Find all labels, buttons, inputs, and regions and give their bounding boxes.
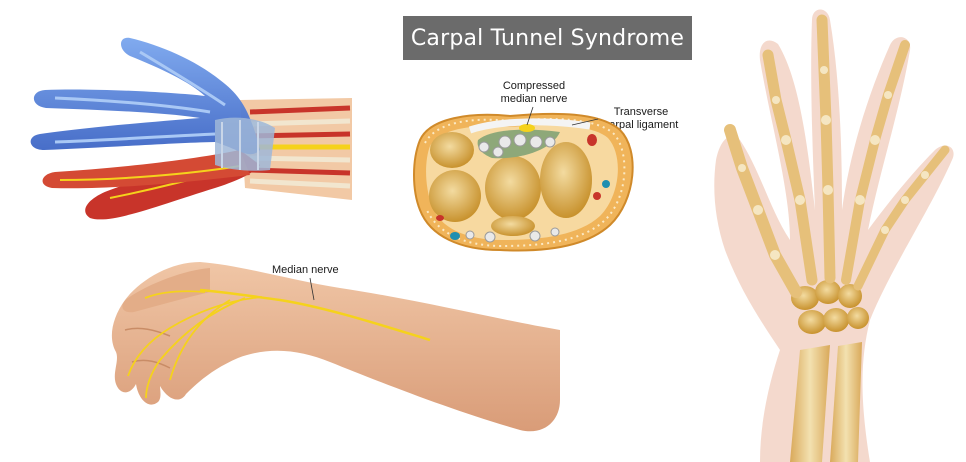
radius-bone xyxy=(790,345,830,462)
bone-joints xyxy=(738,66,929,260)
wrist-cross-section xyxy=(413,106,634,252)
median-nerve xyxy=(199,288,431,342)
label-line-2: median nerve xyxy=(500,93,568,105)
label-median-nerve: Median nerve xyxy=(272,264,339,276)
label-line-2: carpal ligament xyxy=(603,119,679,131)
carpal-bone xyxy=(430,132,474,168)
label-compressed-median-nerve: Compressed median nerve xyxy=(492,80,576,106)
carpal-bone xyxy=(540,142,592,218)
ulna-bone xyxy=(830,342,862,462)
label-line-1: Transverse xyxy=(613,106,669,118)
palm-anatomy-illustration xyxy=(30,37,352,220)
carpal-bone xyxy=(491,216,535,236)
carpal-bone xyxy=(429,170,481,222)
label-transverse-carpal-ligament: Transverse carpal ligament xyxy=(595,106,687,132)
hand-with-median-nerve xyxy=(111,262,561,432)
skeletal-hand-illustration xyxy=(714,9,954,462)
label-line-1: Compressed xyxy=(502,80,566,92)
diagram-title: Carpal Tunnel Syndrome xyxy=(403,16,692,60)
carpal-bone xyxy=(485,156,541,220)
